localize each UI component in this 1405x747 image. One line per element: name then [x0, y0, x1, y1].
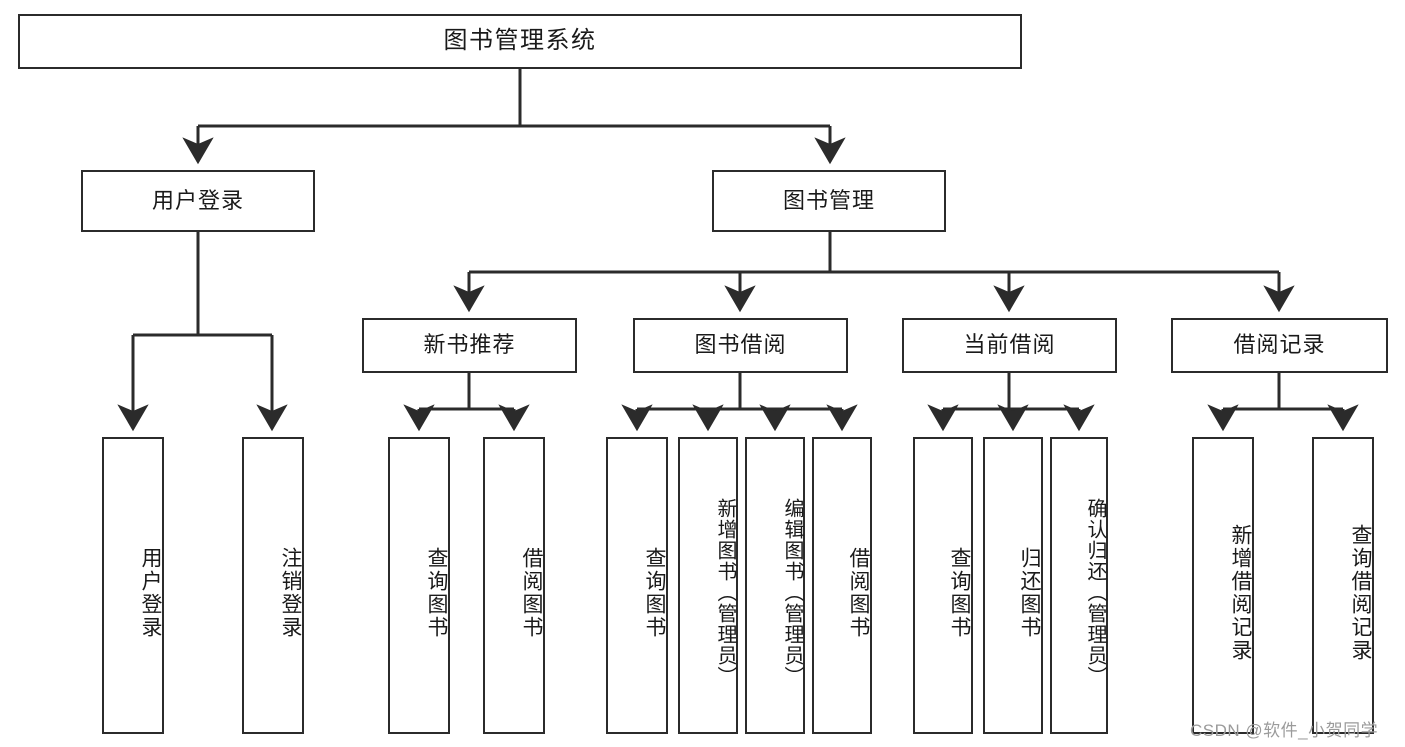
node-leaf-edit-book[interactable]: 编辑图书（管理员）: [745, 437, 805, 734]
node-leaf-query-book-2[interactable]: 查询图书: [606, 437, 668, 734]
node-borrow-record[interactable]: 借阅记录: [1171, 318, 1388, 373]
node-leaf-borrow-book-2[interactable]: 借阅图书: [812, 437, 872, 734]
node-leaf-add-book[interactable]: 新增图书（管理员）: [678, 437, 738, 734]
node-leaf-borrow-book-1[interactable]: 借阅图书: [483, 437, 545, 734]
node-new-book-recommend[interactable]: 新书推荐: [362, 318, 577, 373]
node-leaf-user-login[interactable]: 用户登录: [102, 437, 164, 734]
node-leaf-logout[interactable]: 注销登录: [242, 437, 304, 734]
node-user-login[interactable]: 用户登录: [81, 170, 315, 232]
node-book-management[interactable]: 图书管理: [712, 170, 946, 232]
node-leaf-return-book[interactable]: 归还图书: [983, 437, 1043, 734]
node-leaf-query-book-1[interactable]: 查询图书: [388, 437, 450, 734]
node-current-borrow[interactable]: 当前借阅: [902, 318, 1117, 373]
node-leaf-query-record[interactable]: 查询借阅记录: [1312, 437, 1374, 734]
node-leaf-query-book-3[interactable]: 查询图书: [913, 437, 973, 734]
node-leaf-confirm-return[interactable]: 确认归还（管理员）: [1050, 437, 1108, 734]
node-book-borrow[interactable]: 图书借阅: [633, 318, 848, 373]
csdn-watermark: CSDN @软件_小贺同学: [1190, 721, 1379, 740]
node-leaf-add-record[interactable]: 新增借阅记录: [1192, 437, 1254, 734]
node-root[interactable]: 图书管理系统: [18, 14, 1022, 69]
